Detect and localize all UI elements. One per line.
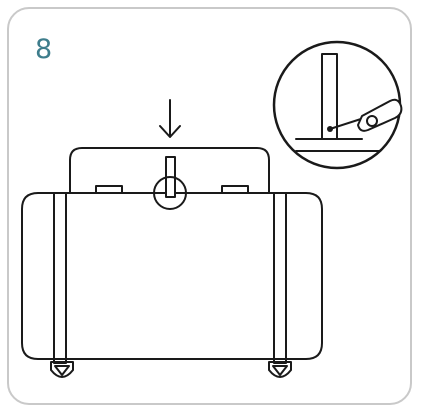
top-panel	[69, 147, 270, 194]
step-number: 8	[35, 34, 53, 65]
arrow-down-icon	[159, 99, 181, 138]
case-body	[21, 192, 323, 360]
detail-marker-circle	[153, 176, 187, 210]
left-tab	[95, 185, 123, 194]
right-strap	[273, 192, 287, 364]
left-wheel	[50, 361, 74, 378]
left-strap	[53, 192, 67, 364]
magnified-detail	[272, 40, 403, 170]
right-tab	[221, 185, 249, 194]
right-wheel	[268, 361, 292, 378]
